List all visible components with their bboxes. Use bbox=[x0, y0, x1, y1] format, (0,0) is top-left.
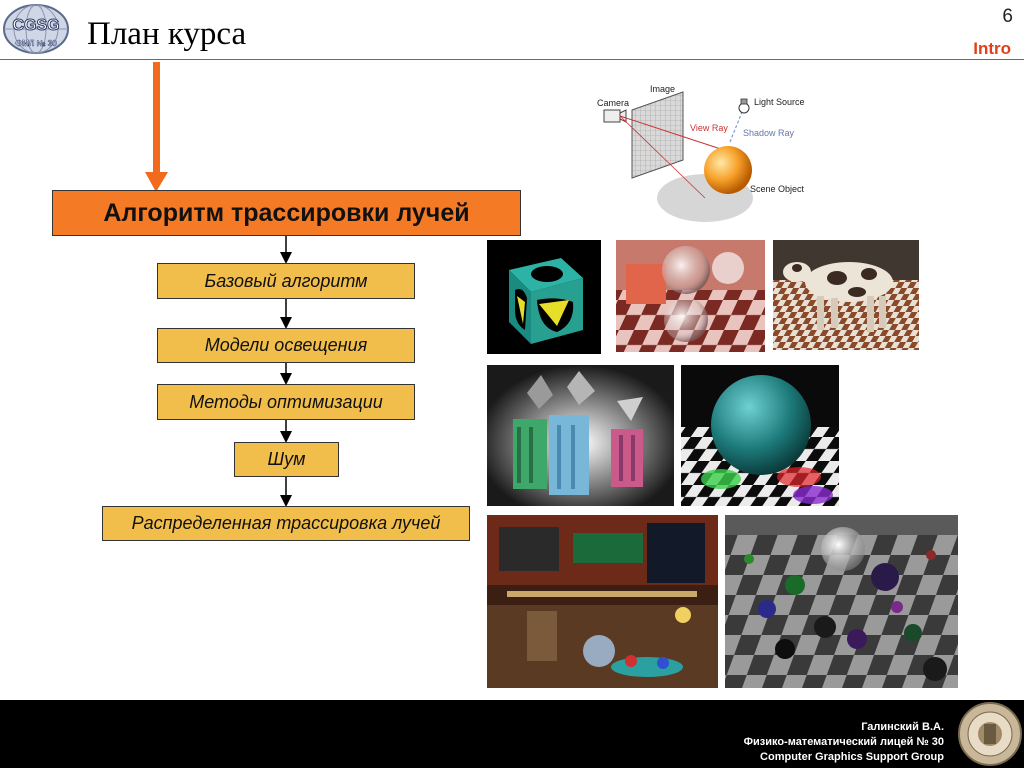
light-source-icon bbox=[738, 98, 750, 114]
cube-render-image bbox=[487, 240, 601, 354]
accent-arrow-head bbox=[145, 172, 168, 192]
cow-render-image bbox=[773, 240, 919, 350]
glass-spheres-render-image bbox=[616, 240, 765, 352]
footer-school: Физико-математический лицей № 30 bbox=[743, 736, 944, 748]
main-topic-box: Алгоритм трассировки лучей bbox=[52, 190, 521, 236]
svg-text:Light Source: Light Source bbox=[754, 97, 805, 107]
school-seal bbox=[958, 702, 1022, 766]
header-divider bbox=[0, 59, 1024, 60]
room-render-image bbox=[487, 515, 718, 688]
ray-tracing-diagram: Image Camera Light Source View Ray Shado… bbox=[597, 84, 805, 222]
step-distributed-ray-tracing: Распределенная трассировка лучей bbox=[102, 506, 470, 541]
svg-text:View Ray: View Ray bbox=[690, 123, 728, 133]
step-noise: Шум bbox=[234, 442, 339, 477]
footer-bar bbox=[0, 700, 1024, 768]
svg-text:Shadow Ray: Shadow Ray bbox=[743, 128, 795, 138]
page-title: План курса bbox=[87, 16, 247, 52]
footer-author: Галинский В.А. bbox=[861, 721, 944, 733]
svg-text:CGSG: CGSG bbox=[12, 17, 59, 34]
step-lighting-models: Модели освещения bbox=[157, 328, 415, 363]
svg-text:Scene Object: Scene Object bbox=[750, 184, 805, 194]
footer-group: Computer Graphics Support Group bbox=[760, 751, 944, 763]
page-number: 6 bbox=[1002, 6, 1013, 27]
pillars-render-image bbox=[487, 365, 674, 506]
sphere-render-image bbox=[681, 365, 839, 506]
svg-text:Image: Image bbox=[650, 84, 675, 94]
image-plane bbox=[631, 91, 684, 179]
svg-text:ФМЛ № 30: ФМЛ № 30 bbox=[15, 39, 57, 48]
svg-text:Camera: Camera bbox=[597, 98, 629, 108]
view-ray-line bbox=[619, 115, 731, 153]
step-basic-algorithm: Базовый алгоритм bbox=[157, 263, 415, 299]
camera-icon bbox=[603, 109, 627, 123]
shadow-ray-line bbox=[729, 111, 743, 143]
footer-credits: Галинский В.А. Физико-математический лиц… bbox=[744, 720, 944, 765]
section-tag: Intro bbox=[973, 39, 1011, 58]
flowchart-connectors bbox=[145, 62, 292, 507]
view-ray-shadow-line bbox=[619, 115, 706, 199]
accent-arrow-shaft bbox=[153, 62, 160, 174]
many-spheres-render-image bbox=[725, 515, 958, 688]
step-optimization-methods: Методы оптимизации bbox=[157, 384, 415, 420]
scene-sphere bbox=[704, 146, 752, 194]
cgsg-logo: CGSG ФМЛ № 30 bbox=[2, 3, 70, 55]
